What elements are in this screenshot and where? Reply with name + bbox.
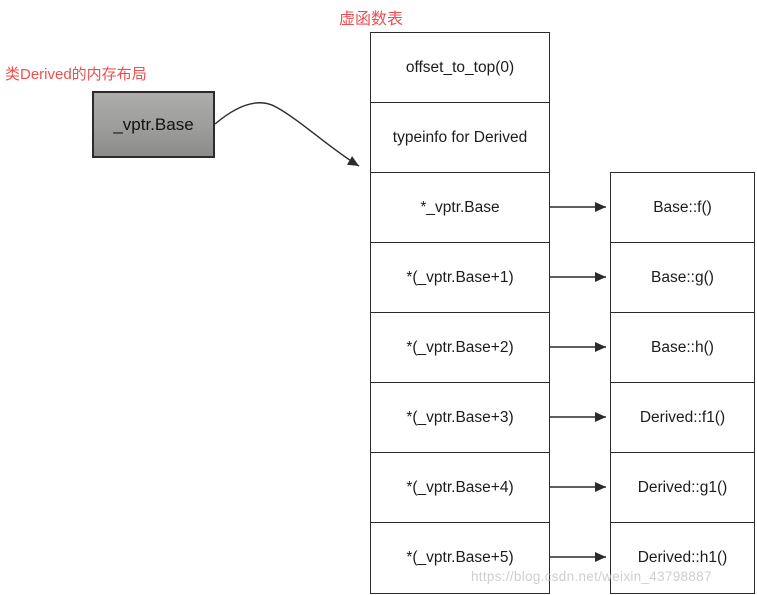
vtable-cell-offset-to-top: offset_to_top(0) bbox=[371, 33, 549, 103]
vptr-box: _vptr.Base bbox=[92, 91, 215, 158]
vtable-cell-vptr-plus2: *(_vptr.Base+2) bbox=[371, 313, 549, 383]
function-cell-base-g: Base::g() bbox=[611, 243, 754, 313]
vtable-cell-typeinfo: typeinfo for Derived bbox=[371, 103, 549, 173]
function-cell-derived-g1: Derived::g1() bbox=[611, 453, 754, 523]
vtable-column: offset_to_top(0) typeinfo for Derived *_… bbox=[370, 32, 550, 594]
vtable-cell-vptr-plus1: *(_vptr.Base+1) bbox=[371, 243, 549, 313]
vtable-cell-vptr-base: *_vptr.Base bbox=[371, 173, 549, 243]
function-cell-base-f: Base::f() bbox=[611, 173, 754, 243]
function-column: Base::f() Base::g() Base::h() Derived::f… bbox=[610, 172, 755, 594]
vtable-cell-vptr-plus3: *(_vptr.Base+3) bbox=[371, 383, 549, 453]
vtable-title: 虚函数表 bbox=[339, 11, 404, 28]
function-cell-derived-f1: Derived::f1() bbox=[611, 383, 754, 453]
vptr-box-label: _vptr.Base bbox=[113, 114, 194, 134]
function-cell-derived-h1: Derived::h1() bbox=[637, 549, 728, 566]
vptr-pointer-arrow bbox=[214, 102, 360, 167]
watermark-text: https://blog.csdn.net/weixin_43798887 bbox=[471, 569, 712, 584]
vtable-cell-vptr-plus4: *(_vptr.Base+4) bbox=[371, 453, 549, 523]
function-cell-base-h: Base::h() bbox=[611, 313, 754, 383]
memory-layout-label: 类Derived的内存布局 bbox=[5, 66, 147, 83]
vtable-cell-vptr-plus5: *(_vptr.Base+5) bbox=[406, 549, 514, 566]
